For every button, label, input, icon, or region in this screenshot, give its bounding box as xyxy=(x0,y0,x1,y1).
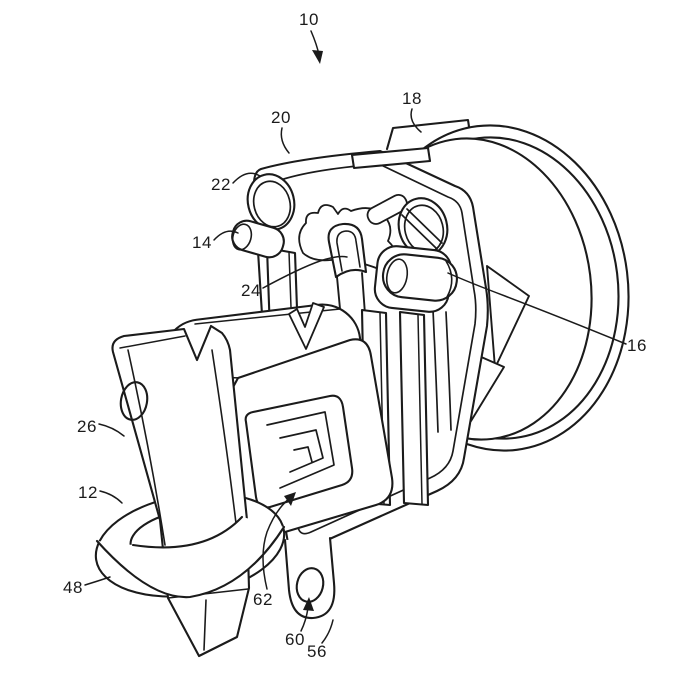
strap-inner xyxy=(336,230,361,272)
ref-label-20: 20 xyxy=(271,108,291,127)
pin-16 xyxy=(373,245,458,313)
leader-22 xyxy=(232,172,261,184)
pin-16-right-face xyxy=(445,260,453,298)
leader-16 xyxy=(447,272,627,345)
arrowhead-60 xyxy=(303,597,314,611)
screw-slot xyxy=(401,208,443,250)
hole-left-inner xyxy=(252,180,292,228)
arrowhead-62 xyxy=(284,492,296,506)
top-bar-notch xyxy=(288,302,325,350)
ref-label-26: 26 xyxy=(77,417,97,436)
ring-front-inner-arc xyxy=(131,515,244,549)
ref-label-60: 60 xyxy=(285,630,305,649)
ring-front-outer-arc xyxy=(95,525,286,599)
post-right-b-edge xyxy=(417,314,423,505)
ref-label-16: 16 xyxy=(627,336,647,355)
retainer-strap-24 xyxy=(327,222,368,331)
leader-12 xyxy=(99,490,123,504)
frame-grooves xyxy=(266,411,335,489)
post-right-b xyxy=(398,310,430,507)
arm-crease-left xyxy=(127,349,166,546)
ref-label-62: 62 xyxy=(253,590,273,609)
tab-hole-60 xyxy=(295,567,325,603)
arrowhead-10 xyxy=(312,50,323,64)
ref-label-24: 24 xyxy=(241,281,261,300)
leader-62 xyxy=(262,497,291,590)
tab-outline xyxy=(283,536,336,620)
leader-48 xyxy=(84,576,111,586)
ref-label-48: 48 xyxy=(63,578,83,597)
ref-label-18: 18 xyxy=(402,89,422,108)
ref-label-12: 12 xyxy=(78,483,98,502)
leader-14 xyxy=(213,230,239,241)
pin-14-end-cap xyxy=(231,223,253,251)
ref-label-22: 22 xyxy=(211,175,231,194)
mounting-hole-22 xyxy=(246,173,296,231)
leader-56 xyxy=(321,619,334,644)
lever-arm-26 xyxy=(111,324,251,658)
ref-label-14: 14 xyxy=(192,233,212,252)
spring-point-upper xyxy=(486,265,530,369)
retaining-ring-48-front xyxy=(95,515,286,599)
leader-20 xyxy=(280,127,290,154)
leader-lines xyxy=(84,30,627,644)
arm-crease-right xyxy=(211,349,239,541)
ref-label-56: 56 xyxy=(307,642,327,661)
arm-hole xyxy=(119,381,149,421)
mounting-tab-56 xyxy=(283,536,336,620)
small-lever xyxy=(366,193,408,225)
leader-26 xyxy=(98,423,125,437)
leader-24 xyxy=(262,255,348,289)
strap-outer xyxy=(327,222,368,279)
pin-16-end-cap xyxy=(385,258,409,294)
arm-top-edge-line xyxy=(119,335,186,349)
clamp-hanger xyxy=(432,309,452,433)
leader-18 xyxy=(410,108,422,133)
plate-top-ledge xyxy=(350,146,432,170)
ref-label-10: 10 xyxy=(299,10,319,29)
